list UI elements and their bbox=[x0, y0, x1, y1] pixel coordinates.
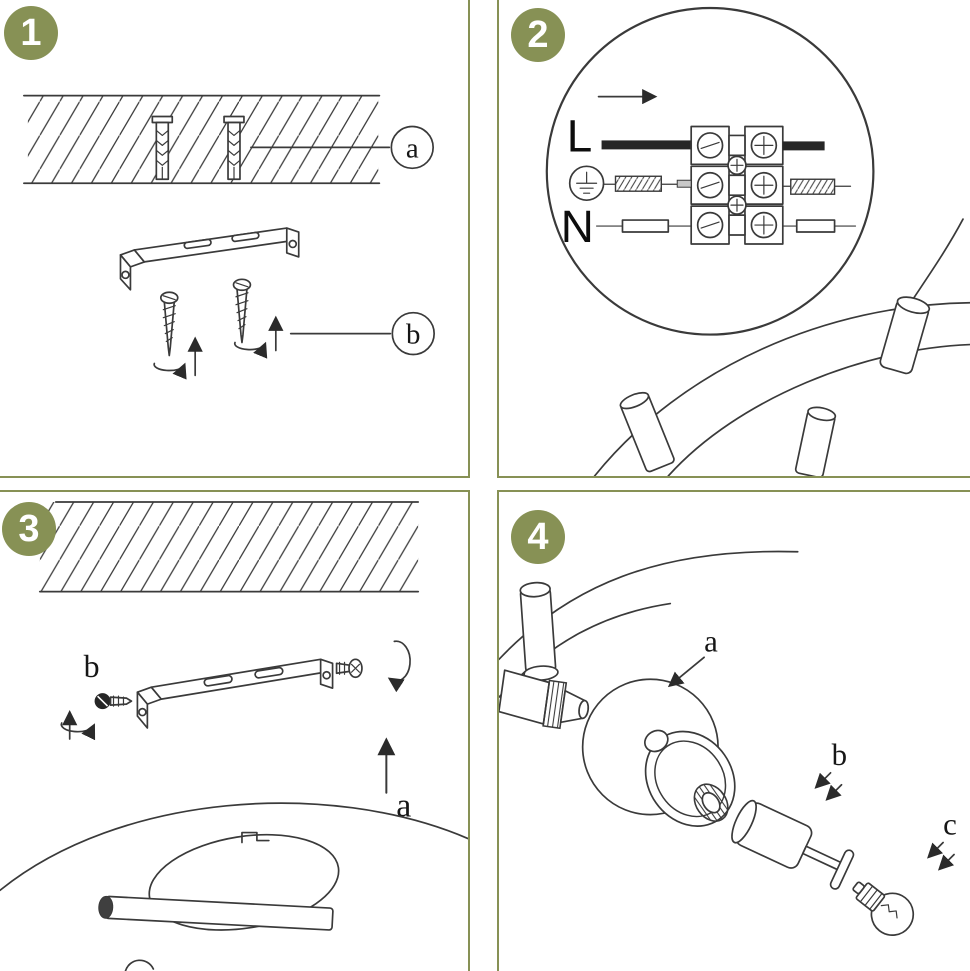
callout-a: a bbox=[667, 624, 718, 688]
outgoing-wires bbox=[782, 141, 857, 233]
callout-a: a bbox=[250, 125, 434, 170]
step-2-panel: 2 bbox=[497, 0, 970, 478]
step1-illustration: a bbox=[23, 94, 435, 380]
spot-head-icon bbox=[879, 296, 931, 375]
label-b: b bbox=[84, 649, 100, 684]
callout-b: b bbox=[289, 311, 435, 356]
step-number-badge: 4 bbox=[511, 510, 565, 564]
live-label: L bbox=[567, 110, 592, 161]
ceiling-lamp-body bbox=[593, 218, 970, 476]
rotation-arrow-icon bbox=[233, 341, 268, 359]
terminal-block-icon bbox=[690, 125, 784, 245]
step-3-panel: 3 b bbox=[0, 490, 470, 971]
label-b: b bbox=[406, 319, 420, 351]
small-screw-icon bbox=[94, 693, 133, 710]
lamp-holder-icon bbox=[499, 669, 590, 730]
spot-arm-icon bbox=[619, 391, 675, 473]
spot-arm-icon bbox=[794, 406, 837, 476]
ceiling-section bbox=[23, 94, 381, 185]
earth-symbol-icon bbox=[568, 165, 605, 202]
step2-illustration: L bbox=[545, 6, 970, 476]
rotation-arrow-icon bbox=[60, 710, 96, 741]
label-b: b bbox=[832, 738, 847, 772]
label-a: a bbox=[704, 624, 718, 658]
step-number-badge: 3 bbox=[2, 502, 56, 556]
screw-icon bbox=[232, 278, 252, 344]
mounting-bracket-icon bbox=[136, 658, 334, 729]
neutral-label: N bbox=[561, 201, 594, 252]
label-a: a bbox=[406, 132, 419, 164]
rotation-arrow-icon bbox=[387, 640, 411, 693]
label-a: a bbox=[396, 788, 411, 825]
live-wire bbox=[601, 140, 692, 150]
screw-icon bbox=[335, 658, 363, 679]
ceiling-section bbox=[38, 501, 420, 593]
earth-wire bbox=[602, 175, 692, 192]
wiring-diagram: L bbox=[561, 88, 857, 252]
step-number-badge: 1 bbox=[4, 6, 58, 60]
mounting-bracket-icon bbox=[119, 227, 300, 291]
step3-illustration: b bbox=[0, 501, 468, 971]
lamp-arm-tube bbox=[98, 895, 334, 931]
callout-c: c bbox=[927, 808, 957, 871]
step-4-panel: 4 bbox=[497, 490, 970, 971]
neutral-wire bbox=[595, 219, 692, 233]
bulb-icon bbox=[852, 881, 915, 936]
screw-icon bbox=[159, 291, 179, 357]
step-1-panel: 1 a bbox=[0, 0, 470, 478]
wall-plug-icon bbox=[151, 115, 174, 181]
ring-nut-icon bbox=[693, 783, 729, 822]
callout-b: b bbox=[814, 738, 847, 801]
rotation-arrow-icon bbox=[153, 362, 187, 380]
ceiling-lamp-body bbox=[0, 802, 468, 971]
spot-shade-icon bbox=[581, 678, 736, 827]
spot-arm-icon bbox=[519, 581, 559, 682]
step-number-badge: 2 bbox=[511, 8, 565, 62]
step4-illustration: a b bbox=[499, 550, 957, 936]
label-c: c bbox=[943, 808, 957, 842]
socket-icon bbox=[731, 799, 855, 890]
wall-plug-icon bbox=[223, 115, 245, 181]
